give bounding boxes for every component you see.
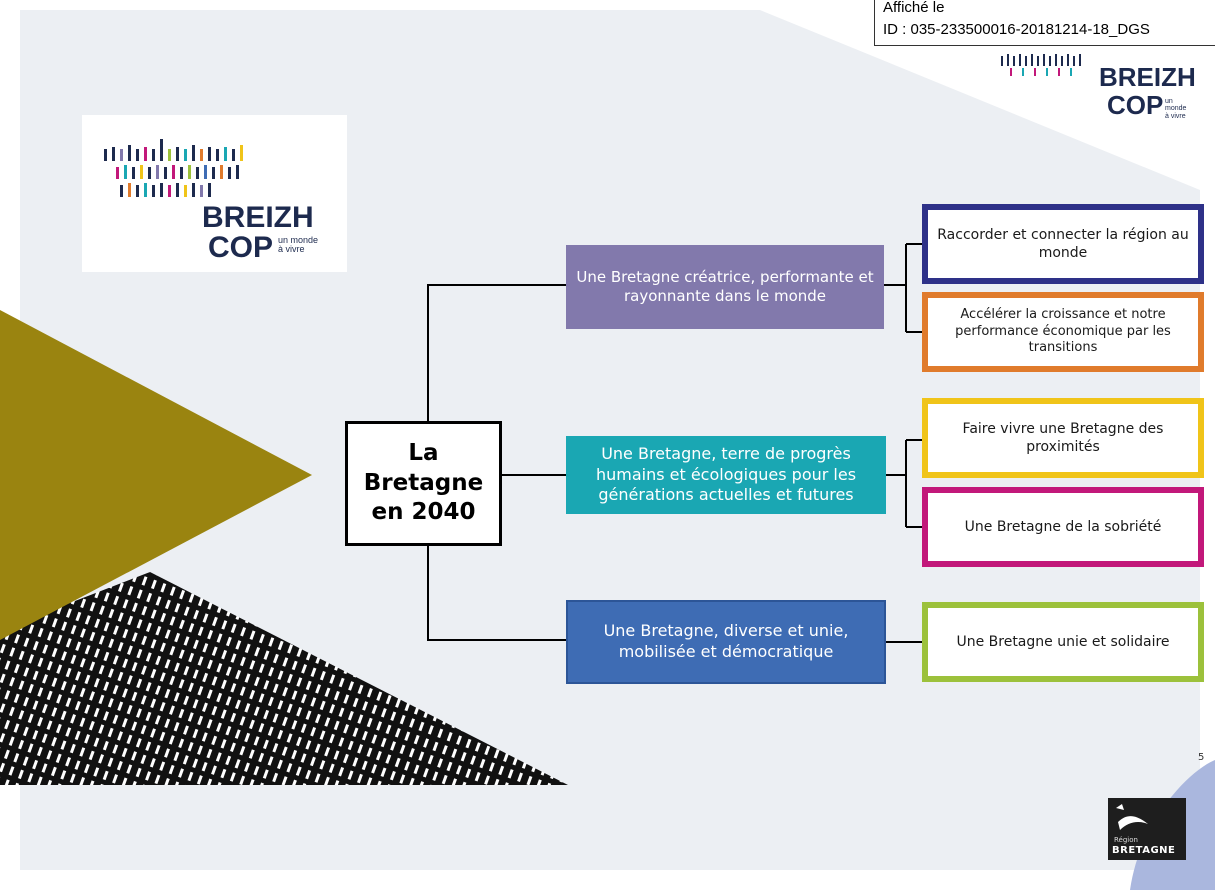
- logo-tagline-1: un monde: [278, 235, 319, 245]
- people-dots-icon: [1001, 54, 1081, 76]
- olive-triangle: [0, 310, 312, 640]
- pillar-node: Une Bretagne, diverse et unie, mobilisée…: [566, 600, 886, 684]
- objective-node: Accélérer la croissance et notre perform…: [922, 292, 1204, 372]
- logo-brand-breizh: BREIZH: [202, 201, 314, 234]
- pillar-label: Une Bretagne créatrice, performante et r…: [576, 267, 874, 306]
- region-bretagne-logo: Région BRETAGNE: [1108, 798, 1186, 860]
- stamp-line-id: ID : 035-233500016-20181214-18_DGS: [883, 21, 1150, 38]
- pillar-node: Une Bretagne créatrice, performante et r…: [566, 245, 884, 329]
- objective-label: Faire vivre une Bretagne des proximités: [962, 420, 1164, 455]
- objective-label: Raccorder et connecter la région au mond…: [937, 226, 1189, 261]
- page-number: 5: [1198, 752, 1205, 763]
- objective-node: Une Bretagne unie et solidaire: [922, 602, 1204, 682]
- breizh-cop-logo: BREIZH COP un monde à vivre: [82, 115, 347, 272]
- root-node-label: La Bretagne en 2040: [363, 439, 484, 526]
- logo-small-brand-breizh: BREIZH: [1099, 62, 1196, 92]
- root-node: La Bretagne en 2040: [345, 421, 502, 546]
- objective-node: Faire vivre une Bretagne des proximités: [922, 398, 1204, 478]
- logo-tagline-2: à vivre: [278, 244, 305, 255]
- logo-small-tagline-2: à vivre: [1165, 112, 1186, 120]
- region-name-label: BRETAGNE: [1112, 845, 1176, 856]
- logo-brand-cop: COP: [208, 231, 274, 264]
- region-small-label: Région: [1114, 836, 1138, 844]
- id-stamp: Affiché le ID : 035-233500016-20181214-1…: [874, 0, 1215, 46]
- connector-lines: [427, 243, 922, 643]
- hatched-triangle: [0, 572, 568, 785]
- objective-node: Une Bretagne de la sobriété: [922, 487, 1204, 567]
- objective-node: Raccorder et connecter la région au mond…: [922, 204, 1204, 284]
- pillar-node: Une Bretagne, terre de progrès humains e…: [566, 436, 886, 514]
- pillar-label: Une Bretagne, terre de progrès humains e…: [595, 443, 857, 505]
- pillar-label: Une Bretagne, diverse et unie, mobilisée…: [603, 621, 849, 661]
- people-dots-icon: [104, 139, 243, 197]
- bird-icon: [1116, 804, 1148, 830]
- objective-label: Accélérer la croissance et notre perform…: [955, 306, 1171, 356]
- breizh-cop-logo-small: BREIZH COP un monde à vivre: [995, 50, 1196, 126]
- objective-label: Une Bretagne de la sobriété: [964, 518, 1162, 535]
- logo-tagline: un monde à vivre: [278, 235, 319, 255]
- logo-small-tagline-1: un monde: [1165, 98, 1187, 113]
- objective-label: Une Bretagne unie et solidaire: [956, 633, 1170, 650]
- stamp-line-posted: Affiché le: [883, 0, 945, 16]
- logo-small-tagline: un monde à vivre: [1165, 98, 1195, 120]
- logo-small-brand-cop: COP: [1107, 90, 1164, 120]
